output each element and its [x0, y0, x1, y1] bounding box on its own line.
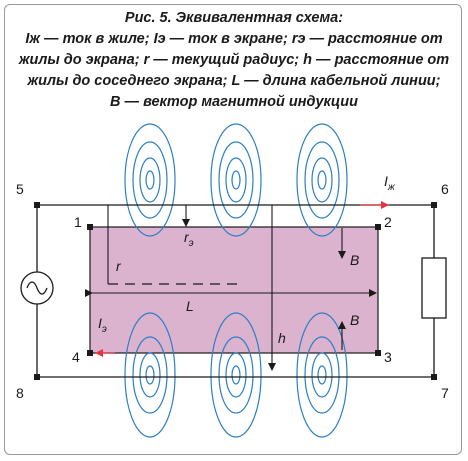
- field-lines-top-2: [210, 123, 262, 237]
- node-label-4: 4: [72, 349, 80, 365]
- r-radius-label: r: [116, 258, 122, 274]
- caption-line-2: жилы до экрана; r — текущий радиус; h — …: [18, 52, 450, 68]
- r-screen-symbol: r: [184, 229, 190, 245]
- ac-source-icon: [20, 271, 54, 305]
- field-lines-bottom-2: [210, 312, 262, 438]
- node-6-dot: [431, 202, 437, 208]
- field-lines-bottom-1: [124, 312, 176, 438]
- length-label: L: [186, 298, 194, 314]
- screen-current-subscript: э: [102, 324, 107, 335]
- node-7-dot: [431, 374, 437, 380]
- cable-screen-rect: [89, 226, 379, 354]
- figure-caption: Рис. 5. Эквивалентная схема: Iж — ток в …: [10, 8, 458, 113]
- node-1-dot: [87, 224, 93, 230]
- node-4-dot: [87, 350, 93, 356]
- h-distance-label: h: [278, 330, 286, 346]
- b-vector-bottom-label: B: [350, 312, 359, 328]
- r-screen-subscript: э: [189, 238, 194, 249]
- b-vector-top-label: B: [350, 252, 359, 268]
- core-current-label: Iж: [384, 173, 396, 193]
- caption-line-3: жилы до соседнего экрана; L — длина кабе…: [27, 73, 441, 89]
- node-label-5: 5: [16, 181, 24, 197]
- load-resistor-icon: [421, 257, 447, 319]
- node-label-1: 1: [74, 214, 82, 230]
- node-label-2: 2: [384, 214, 392, 230]
- field-lines-top-1: [124, 123, 176, 237]
- node-label-6: 6: [441, 181, 449, 197]
- node-8-dot: [34, 374, 40, 380]
- node-2-dot: [375, 224, 381, 230]
- node-label-7: 7: [441, 385, 449, 401]
- r-screen-label: rэ: [184, 229, 194, 249]
- caption-line-4: B — вектор магнитной индукции: [110, 94, 358, 110]
- field-lines-top-3: [296, 123, 348, 237]
- screen-current-label: Iэ: [98, 315, 107, 335]
- node-label-8: 8: [16, 385, 24, 401]
- field-lines-bottom-3: [296, 312, 348, 438]
- screen-current-symbol: I: [98, 315, 102, 331]
- node-label-3: 3: [384, 349, 392, 365]
- node-3-dot: [375, 350, 381, 356]
- node-5-dot: [34, 202, 40, 208]
- caption-title: Рис. 5. Эквивалентная схема:: [124, 10, 344, 26]
- core-current-symbol: I: [384, 173, 388, 189]
- core-current-subscript: ж: [387, 182, 396, 193]
- caption-line-1: Iж — ток в жиле; Iэ — ток в экране; rэ —…: [25, 31, 443, 47]
